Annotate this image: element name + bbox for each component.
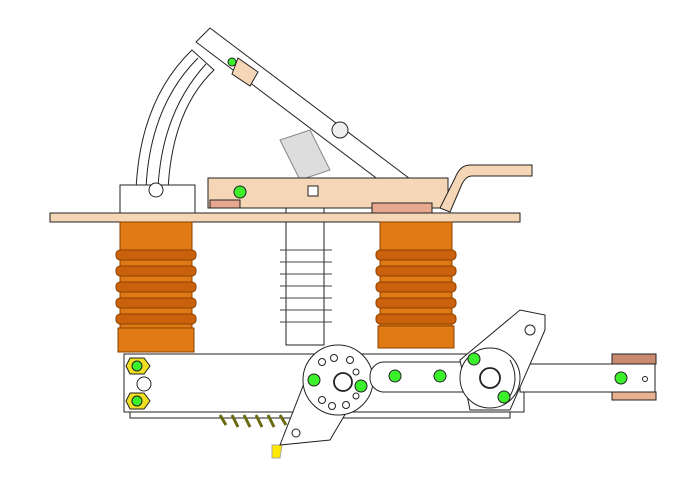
bolt-icon [388, 369, 402, 383]
bolt-icon [467, 352, 481, 366]
crank-plate[interactable] [459, 309, 546, 411]
crossbar [207, 164, 533, 214]
bolt-icon [227, 57, 237, 67]
nut-icon [125, 392, 151, 410]
bolt-icon [233, 185, 247, 199]
lever-left[interactable] [279, 344, 374, 446]
top-plate [49, 212, 521, 223]
spring-icon [218, 414, 288, 428]
bolt-icon [433, 369, 447, 383]
bolt-icon [307, 373, 321, 387]
arc-contact [119, 49, 215, 216]
spring-column [279, 121, 349, 346]
bolt-icon [354, 379, 368, 393]
nut-icon [125, 357, 151, 375]
insulator-right [375, 221, 457, 349]
link-bar[interactable] [369, 361, 481, 393]
bolt-icon [614, 371, 628, 385]
insulator-left [115, 221, 197, 353]
bolt-icon [497, 390, 511, 404]
